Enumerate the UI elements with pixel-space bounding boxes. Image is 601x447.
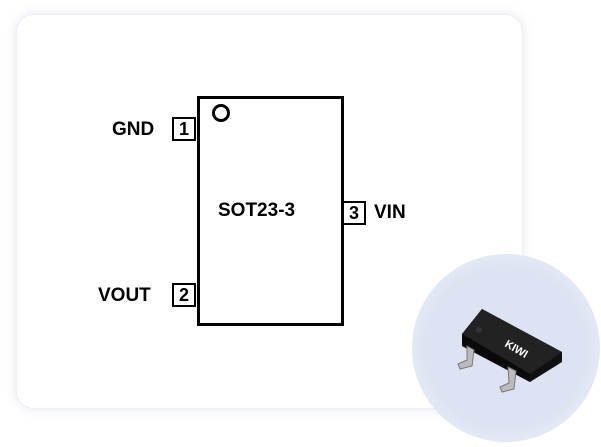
pin-2-name: VOUT [98, 285, 151, 306]
pin-3-name: VIN [374, 202, 406, 223]
pin-2-number: 2 [172, 283, 196, 307]
pin-1-number: 1 [172, 117, 196, 141]
chip-name: SOT23-3 [218, 200, 296, 221]
chip-body [197, 96, 344, 326]
package-photo: KIWI [412, 254, 600, 442]
pin-3-number: 3 [342, 201, 366, 225]
pin-1-name: GND [112, 119, 155, 140]
pin1-indicator [212, 104, 230, 122]
sot23-package-image: KIWI [457, 309, 562, 393]
